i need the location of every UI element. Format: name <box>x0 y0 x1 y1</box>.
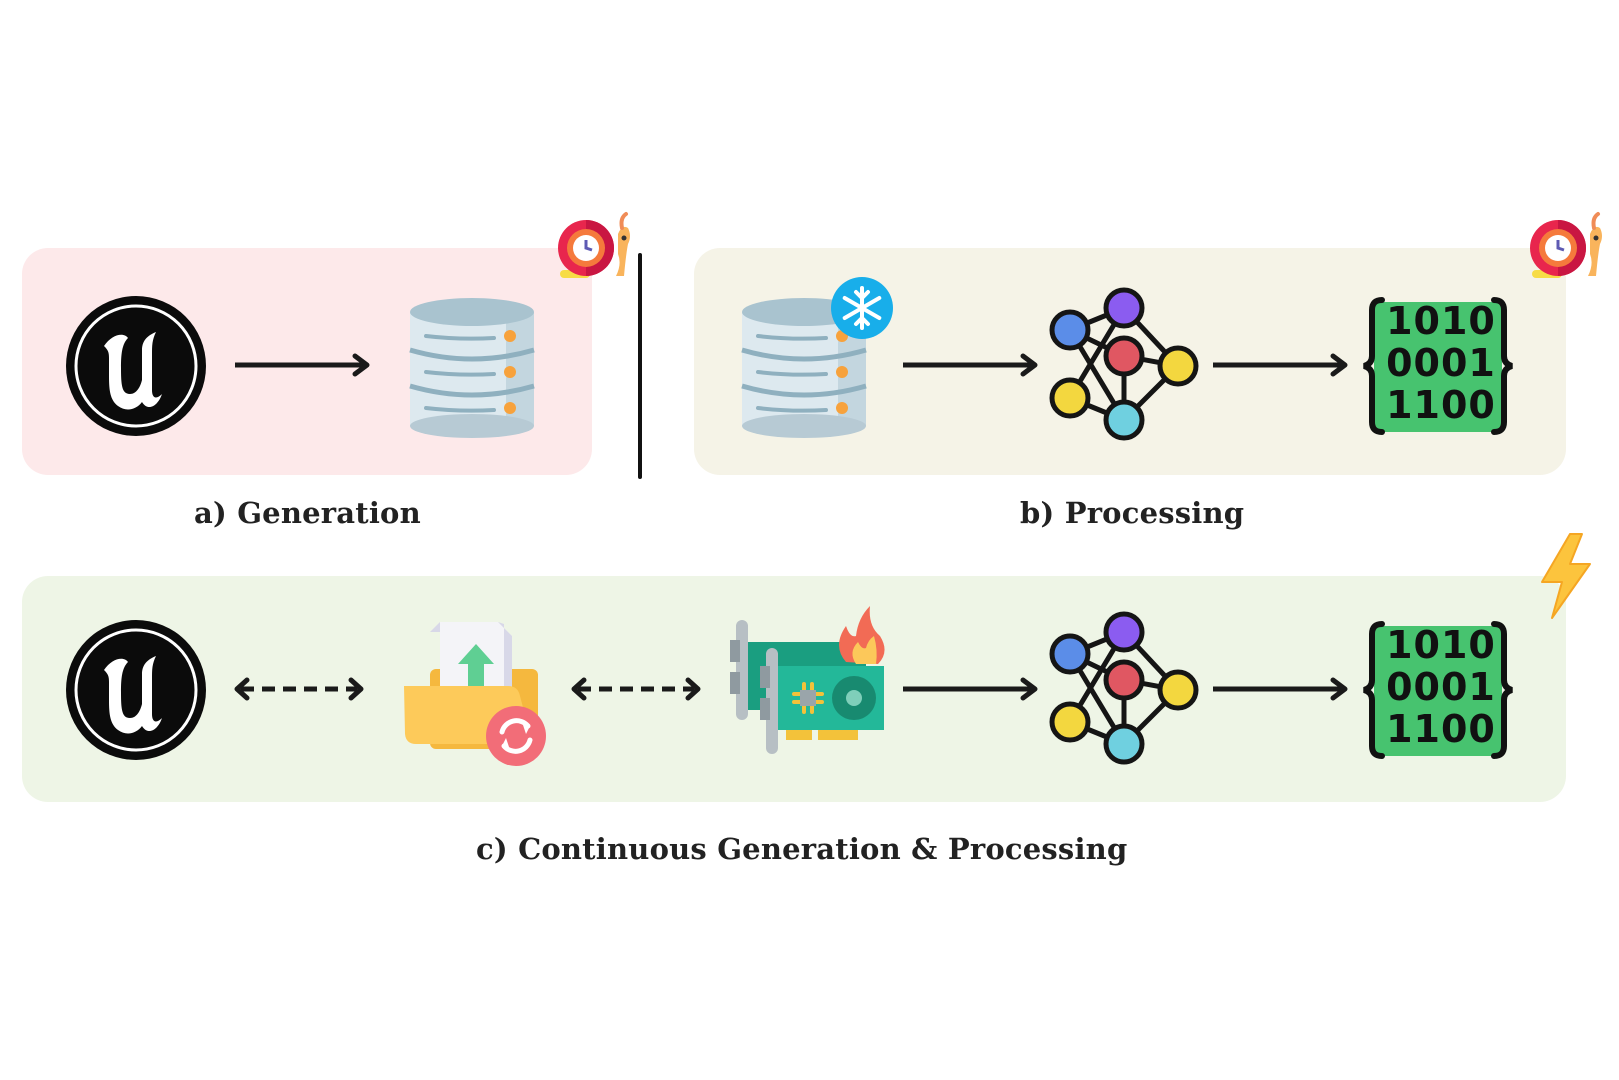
unreal-engine-logo-icon <box>64 618 208 762</box>
arrow-right-icon <box>903 679 1043 699</box>
binary-data-icon: 1010 0001 1100 <box>1364 622 1514 760</box>
binary-row: 0001 <box>1386 341 1496 385</box>
snail-clock-icon <box>1528 212 1608 280</box>
unreal-engine-logo-icon <box>64 294 208 438</box>
binary-row: 1010 <box>1386 299 1496 343</box>
binary-data-icon: 1010 0001 1100 <box>1364 298 1514 436</box>
section-divider <box>638 253 642 479</box>
neural-network-icon <box>1046 612 1202 768</box>
dashed-bidirectional-arrow-icon <box>572 679 702 699</box>
snail-clock-icon <box>556 212 636 280</box>
caption-generation: a) Generation <box>194 496 421 530</box>
binary-row: 0001 <box>1386 665 1496 709</box>
binary-row: 1100 <box>1386 383 1496 427</box>
dashed-bidirectional-arrow-icon <box>235 679 365 699</box>
neural-network-icon <box>1046 288 1202 444</box>
gpu-fire-icon <box>728 606 888 756</box>
caption-continuous: c) Continuous Generation & Processing <box>476 832 1128 866</box>
lightning-icon <box>1538 533 1594 619</box>
arrow-right-icon <box>1213 355 1353 375</box>
binary-row: 1100 <box>1386 707 1496 751</box>
arrow-right-icon <box>235 355 375 375</box>
database-icon <box>410 298 534 440</box>
caption-processing: b) Processing <box>1020 496 1245 530</box>
binary-row: 1010 <box>1386 623 1496 667</box>
arrow-right-icon <box>1213 679 1353 699</box>
folder-sync-icon <box>400 614 550 766</box>
arrow-right-icon <box>903 355 1043 375</box>
snowflake-badge-icon <box>830 276 894 340</box>
